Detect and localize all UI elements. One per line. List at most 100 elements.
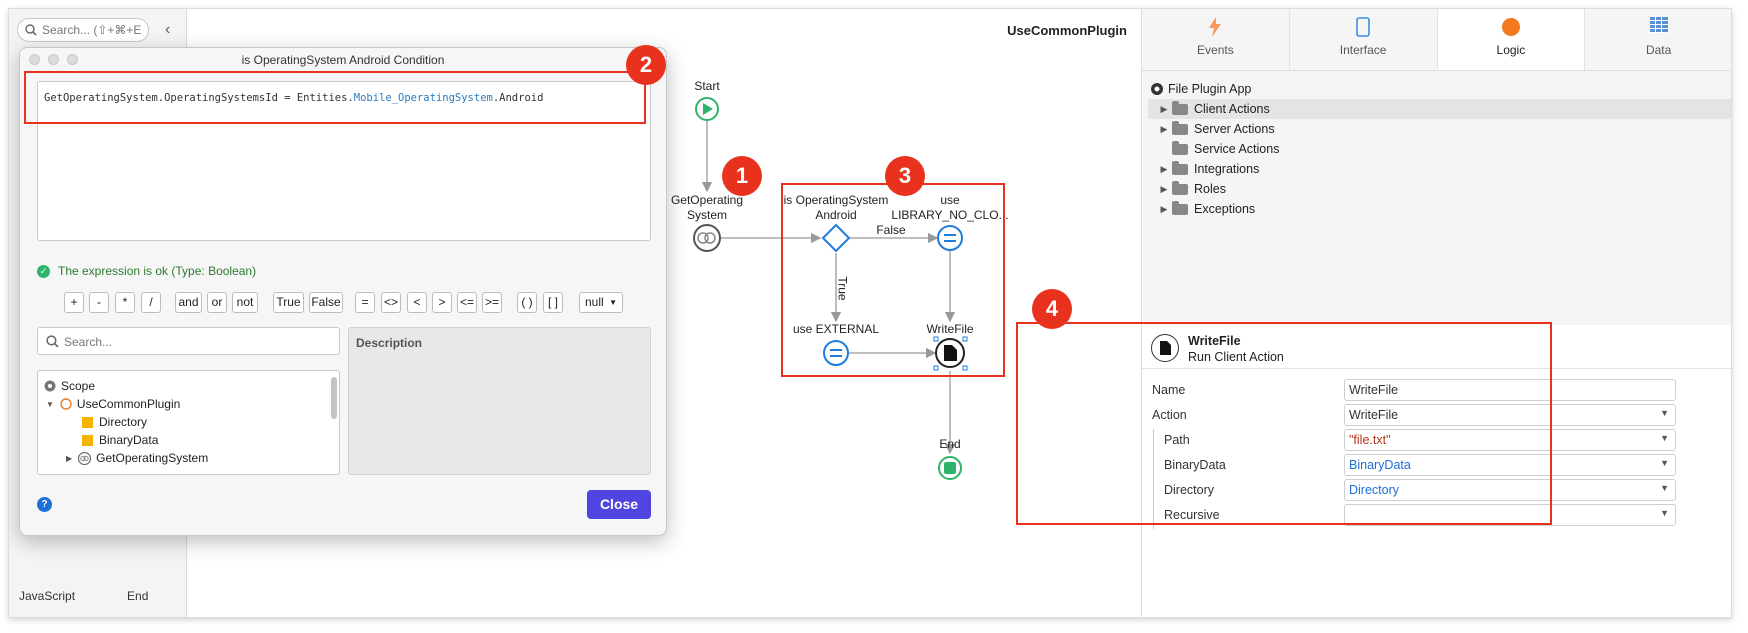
op-or[interactable]: or <box>207 292 227 313</box>
prop-label: Action <box>1152 408 1187 422</box>
expand-arrow-icon[interactable]: ▶ <box>1160 123 1168 134</box>
write-file-node-icon <box>933 336 968 371</box>
highlight-box-condition <box>781 183 1005 377</box>
edge-label-false: False <box>876 223 906 237</box>
op-plus[interactable]: + <box>64 292 84 313</box>
tree-app-row[interactable]: File Plugin App <box>1148 79 1731 99</box>
op-greater[interactable]: > <box>432 292 452 313</box>
status-text: The expression is ok (Type: Boolean) <box>58 264 257 278</box>
op-greater-equal[interactable]: >= <box>482 292 502 313</box>
start-node-icon <box>695 97 719 121</box>
tab-interface-label: Interface <box>1339 43 1387 57</box>
tree-folder-label: Service Actions <box>1194 142 1280 156</box>
expand-arrow-icon[interactable]: ▶ <box>1160 203 1168 214</box>
prop-value: "file.txt" <box>1349 433 1391 447</box>
op-multiply[interactable]: * <box>115 292 135 313</box>
op-and[interactable]: and <box>175 292 202 313</box>
tree-folder-exceptions[interactable]: ▶ Exceptions <box>1148 199 1731 219</box>
close-button[interactable]: Close <box>587 490 651 519</box>
tree-folder-server-actions[interactable]: ▶ Server Actions <box>1148 119 1731 139</box>
search-icon <box>46 335 59 348</box>
expand-arrow-icon[interactable]: ▶ <box>1160 163 1168 174</box>
prop-label: Directory <box>1164 483 1215 497</box>
tree-folder-service-actions[interactable]: Service Actions <box>1148 139 1731 159</box>
window-zoom-dot[interactable] <box>67 54 78 65</box>
variable-icon <box>82 434 93 446</box>
path-field[interactable]: "file.txt"▼ <box>1344 429 1676 451</box>
op-not-equal[interactable]: <> <box>381 292 401 313</box>
left-item-end[interactable]: End <box>127 589 149 603</box>
tab-events-label: Events <box>1197 43 1234 57</box>
op-divide[interactable]: / <box>141 292 161 313</box>
op-equals[interactable]: = <box>355 292 375 313</box>
write-file-label: WriteFile <box>926 322 974 336</box>
op-true[interactable]: True <box>273 292 304 313</box>
collapse-chevron-icon[interactable]: ‹ <box>165 21 171 38</box>
op-minus[interactable]: - <box>89 292 109 313</box>
binarydata-field[interactable]: BinaryData▼ <box>1344 454 1676 476</box>
grid-icon <box>1649 17 1668 33</box>
scope-search-input[interactable]: Search... <box>37 327 340 355</box>
action-select[interactable]: WriteFile▼ <box>1344 404 1676 426</box>
help-icon[interactable]: ? <box>37 497 52 512</box>
op-less[interactable]: < <box>407 292 427 313</box>
lightning-icon <box>1209 17 1222 37</box>
tree-folder-integrations[interactable]: ▶ Integrations <box>1148 159 1731 179</box>
directory-field[interactable]: Directory▼ <box>1344 479 1676 501</box>
tree-folder-roles[interactable]: ▶ Roles <box>1148 179 1731 199</box>
end-node-icon <box>938 456 962 480</box>
expand-arrow-icon[interactable]: ▶ <box>66 453 73 463</box>
tab-data[interactable]: Data <box>1585 9 1731 70</box>
tree-folder-client-actions[interactable]: ▶ Client Actions <box>1148 99 1731 119</box>
tab-data-label: Data <box>1645 43 1672 57</box>
scrollbar[interactable] <box>331 377 337 419</box>
prop-label: Path <box>1164 433 1190 447</box>
window-minimize-dot[interactable] <box>48 54 59 65</box>
recursive-field[interactable]: ▼ <box>1344 504 1676 526</box>
op-parens[interactable]: ( ) <box>517 292 537 313</box>
scope-item-row[interactable]: Directory <box>82 413 147 431</box>
scope-action-label: GetOperatingSystem <box>96 451 209 465</box>
prop-value: BinaryData <box>1349 458 1411 472</box>
tree-folder-label: Roles <box>1194 182 1226 196</box>
expand-arrow-icon[interactable]: ▶ <box>1160 183 1168 194</box>
op-not[interactable]: not <box>232 292 258 313</box>
expand-arrow-icon[interactable]: ▶ <box>1160 103 1168 114</box>
tab-logic[interactable]: Logic <box>1437 9 1586 70</box>
properties-header: WriteFile Run Client Action <box>1142 325 1731 369</box>
scope-plugin-row[interactable]: ▼ UseCommonPlugin <box>46 395 180 413</box>
use-library-label-2: LIBRARY_NO_CLO... <box>891 208 1009 222</box>
use-library-node-icon <box>937 225 963 251</box>
highlight-box-properties <box>1016 322 1552 525</box>
prop-row-directory: Directory Directory▼ <box>1142 479 1731 504</box>
properties-subtitle: Run Client Action <box>1188 350 1284 364</box>
scope-item-row[interactable]: BinaryData <box>82 431 158 449</box>
tab-interface[interactable]: Interface <box>1290 9 1438 70</box>
collapse-arrow-icon[interactable]: ▼ <box>46 399 54 409</box>
name-field[interactable]: WriteFile <box>1344 379 1676 401</box>
folder-icon <box>1172 140 1188 155</box>
left-search-input[interactable]: Search... (⇧+⌘+E <box>17 18 149 42</box>
tree-folder-label: Exceptions <box>1194 202 1256 216</box>
tab-events[interactable]: Events <box>1142 9 1290 70</box>
callout-1: 1 <box>722 156 762 196</box>
op-less-equal[interactable]: <= <box>457 292 477 313</box>
op-null-select[interactable]: null ▼ <box>579 292 623 313</box>
scope-root-row[interactable]: Scope <box>44 377 95 395</box>
expression-editor[interactable]: GetOperatingSystem.OperatingSystemsId = … <box>37 81 651 241</box>
scope-action-row[interactable]: ▶ GetOperatingSystem <box>66 449 208 467</box>
dropdown-arrow-icon: ▼ <box>1660 483 1669 493</box>
op-false[interactable]: False <box>309 292 343 313</box>
write-file-icon <box>1151 334 1179 362</box>
window-close-dot[interactable] <box>29 54 40 65</box>
prop-label: Recursive <box>1164 508 1220 522</box>
callout-3: 3 <box>885 156 925 196</box>
app-icon <box>1151 83 1163 95</box>
description-label: Description <box>356 336 423 350</box>
flow-diagram <box>693 97 968 480</box>
left-item-javascript[interactable]: JavaScript <box>19 589 76 603</box>
op-brackets[interactable]: [ ] <box>543 292 563 313</box>
tree-guide-line <box>1153 454 1154 479</box>
scope-tree: Scope ▼ UseCommonPlugin Directory Binary… <box>37 370 340 475</box>
